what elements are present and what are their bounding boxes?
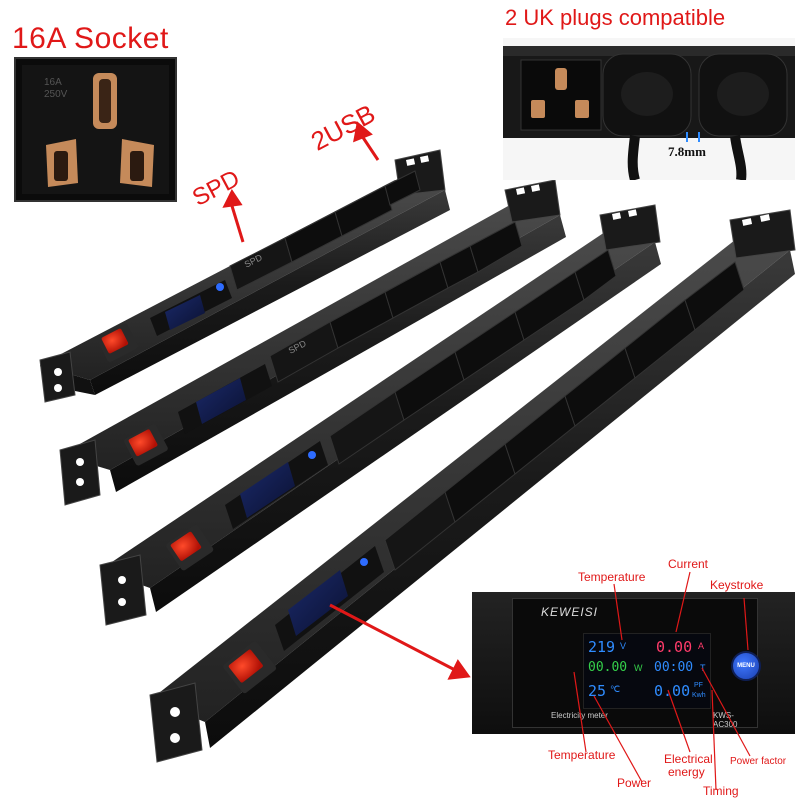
pdu-strip-2 [59, 179, 566, 506]
universal-socket-icon: 16A 250V [22, 65, 169, 194]
lcd-timing-unit: T [700, 663, 706, 673]
callout-current: Current [668, 557, 709, 571]
pointer-arrows [222, 121, 471, 680]
lcd-energy: 0.00 [654, 682, 691, 700]
callout-electrical-energy-2: energy [668, 765, 705, 779]
menu-button-label: MENU [737, 663, 755, 669]
pdu-strip-1 [39, 149, 450, 403]
callout-timing: Timing [703, 784, 739, 798]
meter-name: Electricity meter [551, 711, 608, 720]
plug-gap-label: 7.8mm [668, 144, 706, 159]
lcd-pf-unit: PF [694, 682, 703, 689]
lcd-voltage-unit: V [620, 641, 627, 651]
meter-brand: KEWEISI [541, 605, 599, 619]
lcd-current-unit: A [698, 641, 705, 651]
meter-face: KEWEISI 219 V 0.00 A 00.00 W 00:00 T 25 … [512, 598, 761, 729]
callout-keystroke: Keystroke [710, 578, 764, 592]
lcd-temp-unit: ℃ [610, 684, 621, 694]
socket-rating-a: 16A [44, 77, 62, 88]
uk-plugs-title: 2 UK plugs compatible [505, 5, 726, 30]
socket-closeup: 16A 250V [14, 57, 177, 202]
lcd-energy-unit: Kwh [692, 692, 706, 699]
callout-power-factor: Power factor [730, 756, 787, 767]
socket-rating-v: 250V [44, 89, 68, 100]
uk-plugs-closeup: 7.8mm [503, 38, 795, 182]
menu-button[interactable]: MENU [731, 651, 761, 681]
socket-title: 16A Socket [12, 22, 169, 55]
lcd-timing: 00:00 [654, 660, 694, 675]
lcd-temp: 25 [588, 682, 607, 700]
lcd-voltage: 219 [588, 638, 616, 656]
meter-closeup: KEWEISI 219 V 0.00 A 00.00 W 00:00 T 25 … [472, 592, 795, 734]
pdu-strip-4 [149, 209, 796, 763]
callout-temperature-bottom: Temperature [548, 748, 616, 762]
meter-model: KWS-AC300 [713, 711, 738, 729]
lcd-power-unit: W [634, 663, 643, 673]
callout-power: Power [617, 776, 652, 790]
lcd-current: 0.00 [656, 638, 693, 656]
callout-temperature-top: Temperature [578, 570, 646, 584]
callout-electrical-energy-1: Electrical [664, 752, 713, 766]
lcd-display: 219 V 0.00 A 00.00 W 00:00 T 25 ℃ 0.00 P… [583, 633, 711, 709]
lcd-power: 00.00 [588, 660, 628, 675]
pdu-strip-3 [99, 204, 661, 626]
